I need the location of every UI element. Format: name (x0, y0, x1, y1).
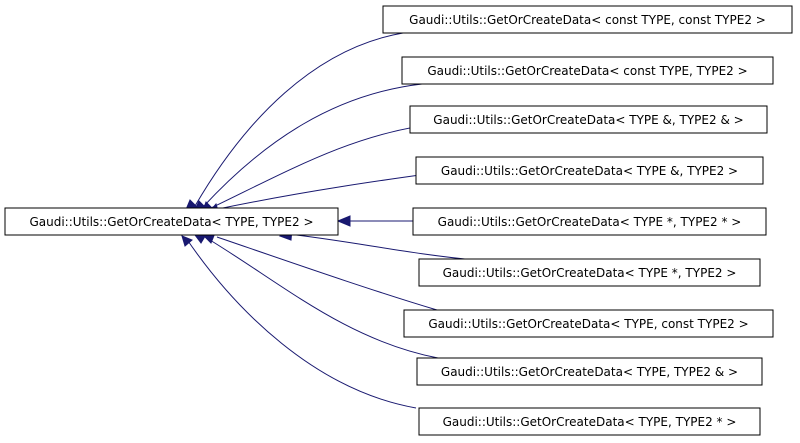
derived-class-node[interactable]: Gaudi::Utils::GetOrCreateData< TYPE, con… (403, 309, 774, 338)
edge-7 (204, 236, 439, 359)
derived-class-node[interactable]: Gaudi::Utils::GetOrCreateData< const TYP… (382, 5, 793, 34)
arrowhead-8 (181, 235, 193, 247)
derived-class-node[interactable]: Gaudi::Utils::GetOrCreateData< const TYP… (401, 56, 774, 85)
derived-class-node[interactable]: Gaudi::Utils::GetOrCreateData< TYPE *, T… (412, 207, 767, 236)
derived-class-label: Gaudi::Utils::GetOrCreateData< TYPE *, T… (438, 215, 742, 229)
derived-class-label: Gaudi::Utils::GetOrCreateData< const TYP… (409, 13, 766, 27)
derived-class-node[interactable]: Gaudi::Utils::GetOrCreateData< TYPE, TYP… (418, 407, 761, 436)
derived-class-label: Gaudi::Utils::GetOrCreateData< TYPE, con… (428, 317, 748, 331)
edge-8 (185, 237, 417, 409)
edge-0 (194, 32, 404, 207)
edge-6 (216, 236, 438, 311)
derived-class-label: Gaudi::Utils::GetOrCreateData< TYPE &, T… (433, 113, 743, 127)
derived-class-label: Gaudi::Utils::GetOrCreateData< const TYP… (427, 64, 747, 78)
edge-2 (210, 123, 437, 209)
derived-class-node[interactable]: Gaudi::Utils::GetOrCreateData< TYPE &, T… (409, 105, 768, 134)
base-class-label: Gaudi::Utils::GetOrCreateData< TYPE, TYP… (29, 215, 313, 229)
derived-class-node[interactable]: Gaudi::Utils::GetOrCreateData< TYPE, TYP… (416, 357, 763, 386)
edge-5 (287, 233, 476, 261)
derived-class-node[interactable]: Gaudi::Utils::GetOrCreateData< TYPE *, T… (418, 258, 761, 287)
arrowhead-4 (336, 215, 351, 227)
derived-class-label: Gaudi::Utils::GetOrCreateData< TYPE *, T… (443, 266, 737, 280)
derived-class-label: Gaudi::Utils::GetOrCreateData< TYPE &, T… (441, 164, 738, 178)
derived-class-label: Gaudi::Utils::GetOrCreateData< TYPE, TYP… (441, 365, 738, 379)
base-class-node[interactable]: Gaudi::Utils::GetOrCreateData< TYPE, TYP… (4, 207, 339, 236)
derived-class-label: Gaudi::Utils::GetOrCreateData< TYPE, TYP… (443, 415, 737, 429)
edge-1 (202, 83, 423, 208)
derived-class-node[interactable]: Gaudi::Utils::GetOrCreateData< TYPE &, T… (415, 156, 764, 185)
